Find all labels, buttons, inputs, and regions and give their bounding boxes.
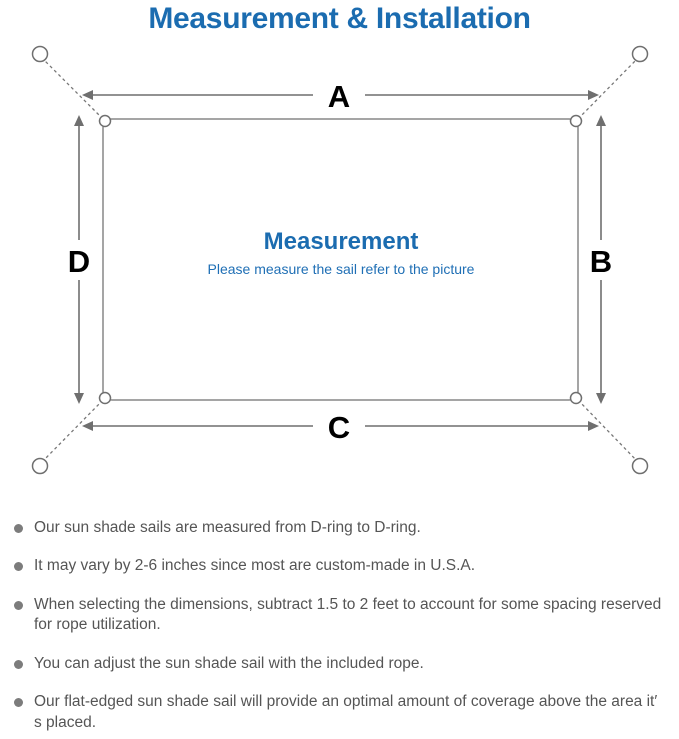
rope-line-bottom-left [40,399,104,464]
list-item: It may vary by 2-6 inches since most are… [14,556,665,576]
sail-rectangle [102,118,579,401]
note-text: You can adjust the sun shade sail with t… [34,654,424,672]
anchor-point-top-left [31,45,49,63]
anchor-point-bottom-right [631,457,649,475]
note-text: When selecting the dimensions, subtract … [34,595,662,634]
dimension-label-b: B [590,244,612,279]
anchor-point-bottom-left [31,457,49,475]
list-item: Our sun shade sails are measured from D-… [14,518,665,538]
d-ring-top-left [98,114,112,128]
rope-line-bottom-right [577,399,640,464]
dimension-label-a: A [328,79,350,114]
measurement-diagram: A C D B Measurement Please measure the s… [0,40,679,510]
page-title: Measurement & Installation [148,2,531,35]
list-item: You can adjust the sun shade sail with t… [14,654,665,674]
bullet-icon [14,562,23,572]
d-rings [98,114,583,405]
diagram-center-subtitle: Please measure the sail refer to the pic… [208,261,475,277]
list-item: Our flat-edged sun shade sail will provi… [14,692,665,733]
bullet-icon [14,659,23,669]
rope-line-top-left [40,56,104,120]
d-ring-bottom-right [569,391,583,405]
list-item: When selecting the dimensions, subtract … [14,595,665,636]
rope-line-top-right [577,56,640,120]
bullet-icon [14,524,23,533]
note-text: Our flat-edged sun shade sail will provi… [34,693,658,731]
rope-lines [40,56,640,464]
anchor-point-top-right [631,45,649,63]
d-ring-top-right [569,114,583,128]
diagram-svg: A C D B Measurement Please measure the s… [31,45,649,475]
note-text: Our sun shade sails are measured from D-… [34,519,421,536]
bullet-icon [14,698,23,708]
bullet-icon [14,600,23,610]
dimension-label-c: C [328,410,350,445]
note-text: It may vary by 2-6 inches since most are… [34,557,476,575]
notes-list: Our sun shade sails are measured from D-… [0,510,679,733]
anchor-points [31,45,649,475]
diagram-center-title: Measurement [264,228,419,255]
dimension-label-d: D [68,244,90,279]
d-ring-bottom-left [98,391,112,405]
